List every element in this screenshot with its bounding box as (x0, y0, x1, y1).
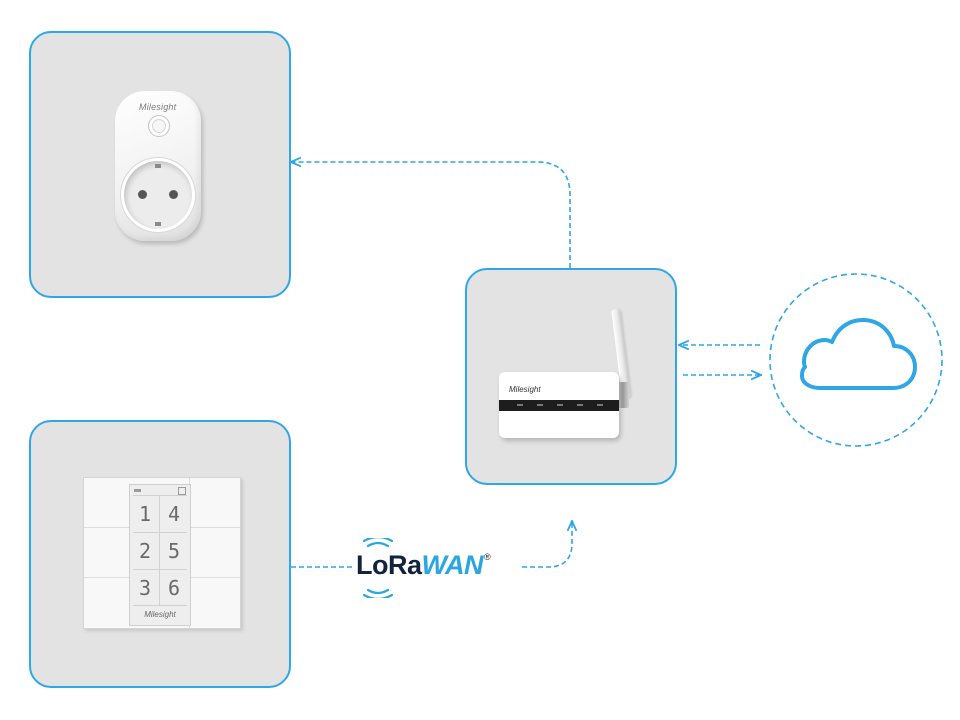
gateway-panel: Milesight (465, 268, 677, 485)
gateway-device: Milesight (499, 372, 619, 438)
socket-icon (124, 161, 192, 229)
key-1: 1 (138, 502, 152, 526)
socket-hole (169, 190, 178, 199)
menu-icon (178, 487, 186, 495)
status-led (577, 404, 583, 406)
lorawan-logo-lora: LoRa (356, 549, 422, 580)
cloud-icon (800, 318, 917, 390)
gateway-status-band (499, 400, 619, 411)
smart-plug-brand: Milesight (139, 102, 177, 112)
lorawan-registered-mark: ® (484, 552, 491, 562)
key-divider (159, 495, 160, 605)
lorawan-to-gateway-arrow (522, 522, 572, 568)
gateway-brand: Milesight (509, 385, 541, 394)
lorawan-logo-wan: WAN (421, 549, 484, 580)
key-divider (133, 495, 187, 496)
keypad-panel: 1 4 2 5 3 6 Milesight (29, 420, 291, 688)
battery-icon (134, 489, 141, 492)
keypad-device: 1 4 2 5 3 6 Milesight (83, 477, 241, 629)
key-divider (133, 569, 187, 570)
status-led (537, 404, 543, 406)
socket-clip (155, 222, 161, 226)
antenna-base (617, 382, 629, 408)
lorawan-signal-icon (362, 538, 394, 598)
key-divider (133, 605, 187, 606)
status-led (597, 404, 603, 406)
status-led (557, 404, 563, 406)
key-3: 3 (138, 576, 152, 600)
keypad-brand: Milesight (144, 610, 176, 619)
key-divider (133, 532, 187, 533)
status-led (517, 404, 523, 406)
key-4: 4 (167, 502, 181, 526)
smart-plug-device: Milesight (115, 91, 201, 241)
gateway-to-plug-arrow (292, 162, 571, 268)
lorawan-logo: LoRa WAN ® (356, 545, 491, 585)
socket-hole (138, 190, 147, 199)
key-2: 2 (138, 539, 152, 563)
power-button-icon (148, 115, 170, 137)
cloud-circle (769, 273, 943, 447)
socket-clip (155, 164, 161, 168)
smart-plug-panel: Milesight (29, 31, 291, 298)
keypad-screen: 1 4 2 5 3 6 Milesight (129, 484, 191, 626)
key-5: 5 (167, 539, 181, 563)
key-6: 6 (167, 576, 181, 600)
